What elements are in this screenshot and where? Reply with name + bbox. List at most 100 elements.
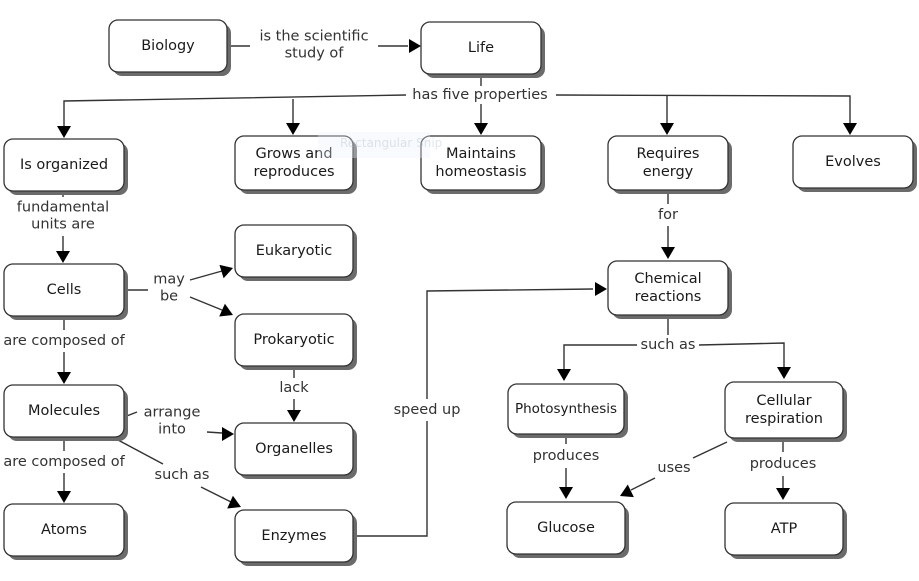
concept-node-molecules[interactable]: Molecules	[3, 384, 128, 441]
arrow-head-icon	[227, 495, 241, 509]
arrow-head-icon	[286, 123, 300, 135]
node-box[interactable]	[234, 224, 354, 278]
link-photo-prod: produces	[533, 434, 600, 499]
connector-line	[692, 441, 728, 459]
concept-node-eukaryotic[interactable]: Eukaryotic	[234, 224, 357, 281]
concept-node-glucose[interactable]: Glucose	[506, 501, 629, 558]
arrow-head-icon	[222, 427, 234, 441]
node-label: Organelles	[255, 441, 333, 457]
concept-node-biology[interactable]: Biology	[108, 19, 231, 76]
concept-node-atoms[interactable]: Atoms	[3, 503, 128, 560]
connector-line	[555, 94, 851, 124]
link-label: produces	[750, 456, 817, 472]
link-label: uses	[657, 460, 690, 476]
arrow-head-icon	[843, 123, 857, 135]
connector-line	[206, 431, 223, 434]
node-label: Evolves	[825, 154, 881, 170]
connector-line	[698, 342, 785, 368]
node-box[interactable]	[607, 260, 729, 316]
node-box[interactable]	[507, 383, 625, 435]
arrow-head-icon	[559, 487, 573, 499]
arrow-head-icon	[557, 369, 571, 381]
arrow-head-icon	[57, 126, 71, 138]
concept-node-prokaryotic[interactable]: Prokaryotic	[234, 313, 357, 370]
link-chem-such: such as	[557, 315, 791, 381]
node-box[interactable]	[234, 135, 354, 191]
node-box[interactable]	[420, 21, 542, 75]
node-label: Life	[468, 40, 494, 56]
connector-line	[630, 477, 656, 491]
link-props: has five properties	[57, 74, 857, 138]
node-label: Glucose	[537, 520, 595, 536]
concept-node-enzymes[interactable]: Enzymes	[234, 509, 357, 566]
link-label: are composed of	[3, 333, 125, 349]
concept-node-cells[interactable]: Cells	[3, 263, 128, 320]
arrow-head-icon	[777, 367, 791, 379]
link-lack: lack	[279, 366, 309, 422]
node-box[interactable]	[234, 422, 354, 476]
concept-node-photosynthesis[interactable]: Photosynthesis	[507, 383, 628, 438]
link-label: has five properties	[412, 87, 547, 103]
link-label: speed up	[394, 402, 461, 418]
concept-node-organized[interactable]: Is organized	[3, 138, 128, 195]
link-label: produces	[533, 448, 600, 464]
node-box[interactable]	[3, 384, 125, 438]
arrow-head-icon	[287, 410, 301, 422]
arrow-head-icon	[409, 39, 421, 53]
node-box[interactable]	[108, 19, 228, 73]
node-box[interactable]	[724, 381, 844, 439]
link-label: such as	[641, 337, 696, 353]
connector-line	[117, 439, 164, 465]
arrow-head-icon	[219, 303, 233, 317]
connector-line	[563, 344, 637, 370]
arrow-head-icon	[219, 264, 233, 279]
concept-node-atp[interactable]: ATP	[724, 502, 847, 559]
link-mol-such: such as	[117, 439, 241, 509]
node-label: Enzymes	[261, 528, 326, 544]
node-box[interactable]	[3, 503, 125, 557]
node-box[interactable]	[506, 501, 626, 555]
concept-node-life[interactable]: Life	[420, 21, 545, 78]
arrow-head-icon	[776, 488, 790, 500]
node-box[interactable]	[3, 263, 125, 317]
concept-node-organelles[interactable]: Organelles	[234, 422, 357, 479]
concept-node-evolves[interactable]: Evolves	[792, 135, 917, 192]
arrow-head-icon	[57, 491, 71, 503]
link-label: for	[658, 207, 678, 223]
connector-line	[189, 296, 223, 311]
node-box[interactable]	[3, 138, 125, 192]
connector-line	[353, 421, 428, 537]
link-for: for	[658, 190, 678, 259]
link-mol-comp: are composed of	[3, 437, 126, 503]
node-box[interactable]	[234, 313, 354, 367]
node-box[interactable]	[792, 135, 914, 189]
node-box[interactable]	[724, 502, 844, 556]
node-label: ATP	[771, 521, 798, 537]
node-label: Prokaryotic	[253, 332, 334, 348]
node-box[interactable]	[607, 135, 729, 191]
arrow-head-icon	[595, 282, 607, 296]
node-box[interactable]	[234, 509, 354, 563]
node-label: Eukaryotic	[256, 243, 333, 259]
node-label: Molecules	[28, 403, 100, 419]
node-box[interactable]	[420, 135, 542, 191]
node-label: Atoms	[41, 522, 87, 538]
arrow-head-icon	[56, 251, 70, 263]
node-label: Photosynthesis	[515, 401, 617, 417]
arrow-head-icon	[474, 123, 488, 135]
connector-line	[426, 288, 594, 399]
